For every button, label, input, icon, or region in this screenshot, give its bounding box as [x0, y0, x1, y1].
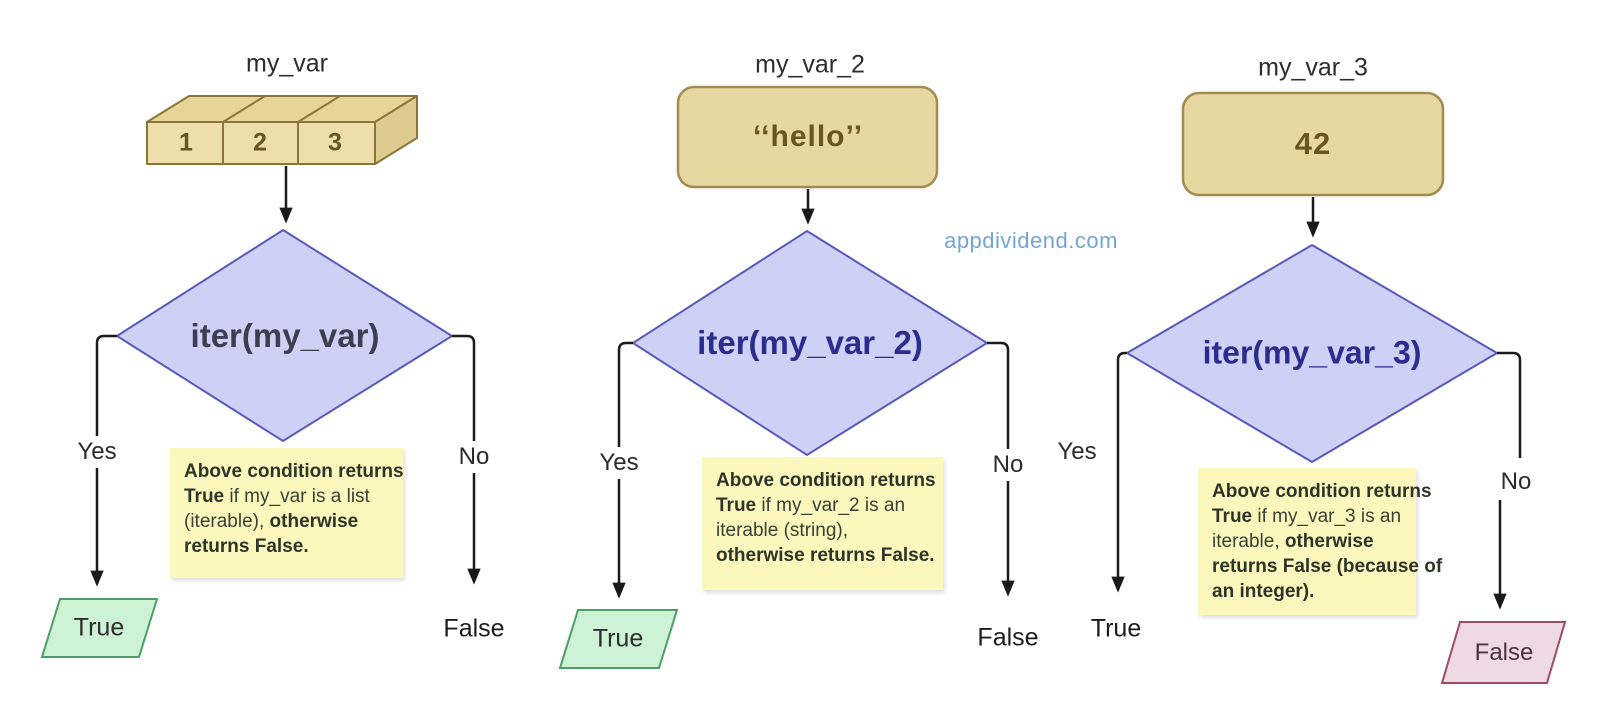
list-box-front-face [146, 121, 376, 165]
decision-diamond-3 [1125, 243, 1499, 464]
true-result-3: True [1090, 614, 1142, 643]
list-box-top-face [146, 95, 418, 123]
yes-branch-line-1 [90, 334, 117, 587]
var-label-3: my_var_3 [1258, 53, 1368, 82]
list-cell-3: 3 [328, 128, 342, 157]
condition-text-3: iter(my_var_3) [1202, 334, 1422, 371]
decision-diamond-1 [115, 228, 454, 443]
no-label-1: No [453, 441, 495, 473]
false-result-2: False [977, 623, 1039, 652]
no-label-3: No [1500, 468, 1532, 495]
no-branch-line-3-upper [1497, 351, 1522, 458]
false-result-1: False [443, 614, 505, 643]
list-box-3d [146, 95, 418, 165]
yes-branch-line-2 [612, 341, 633, 599]
value-box-3 [1181, 91, 1445, 197]
true-parallelogram-1 [40, 598, 159, 658]
true-result-1: True [73, 613, 125, 642]
var-label-1: my_var [246, 49, 328, 78]
yes-label-2: Yes [594, 447, 644, 479]
value-box-2 [676, 85, 939, 189]
list-cell-2: 2 [253, 128, 267, 157]
false-result-3: False [1474, 639, 1534, 666]
condition-text-1: iter(my_var) [190, 317, 380, 354]
yes-branch-line-3 [1111, 351, 1127, 593]
false-parallelogram-3 [1440, 621, 1567, 684]
no-branch-line-1 [452, 334, 481, 585]
list-box-cell-dividers [222, 95, 341, 164]
decision-diamond-2 [631, 229, 989, 457]
watermark: appdividend.com [944, 228, 1118, 253]
true-parallelogram-2 [558, 609, 679, 669]
value-text-2: ‘‘hello’’ [752, 120, 864, 153]
yes-label-1: Yes [72, 436, 122, 468]
value-text-3: 42 [1294, 126, 1332, 161]
yes-label-3: Yes [1057, 438, 1097, 465]
list-cell-1: 1 [179, 128, 193, 157]
no-label-2: No [987, 449, 1029, 481]
no-branch-line-2 [987, 341, 1015, 597]
var-label-2: my_var_2 [755, 50, 865, 79]
true-result-2: True [592, 624, 644, 653]
condition-text-2: iter(my_var_2) [697, 324, 923, 361]
